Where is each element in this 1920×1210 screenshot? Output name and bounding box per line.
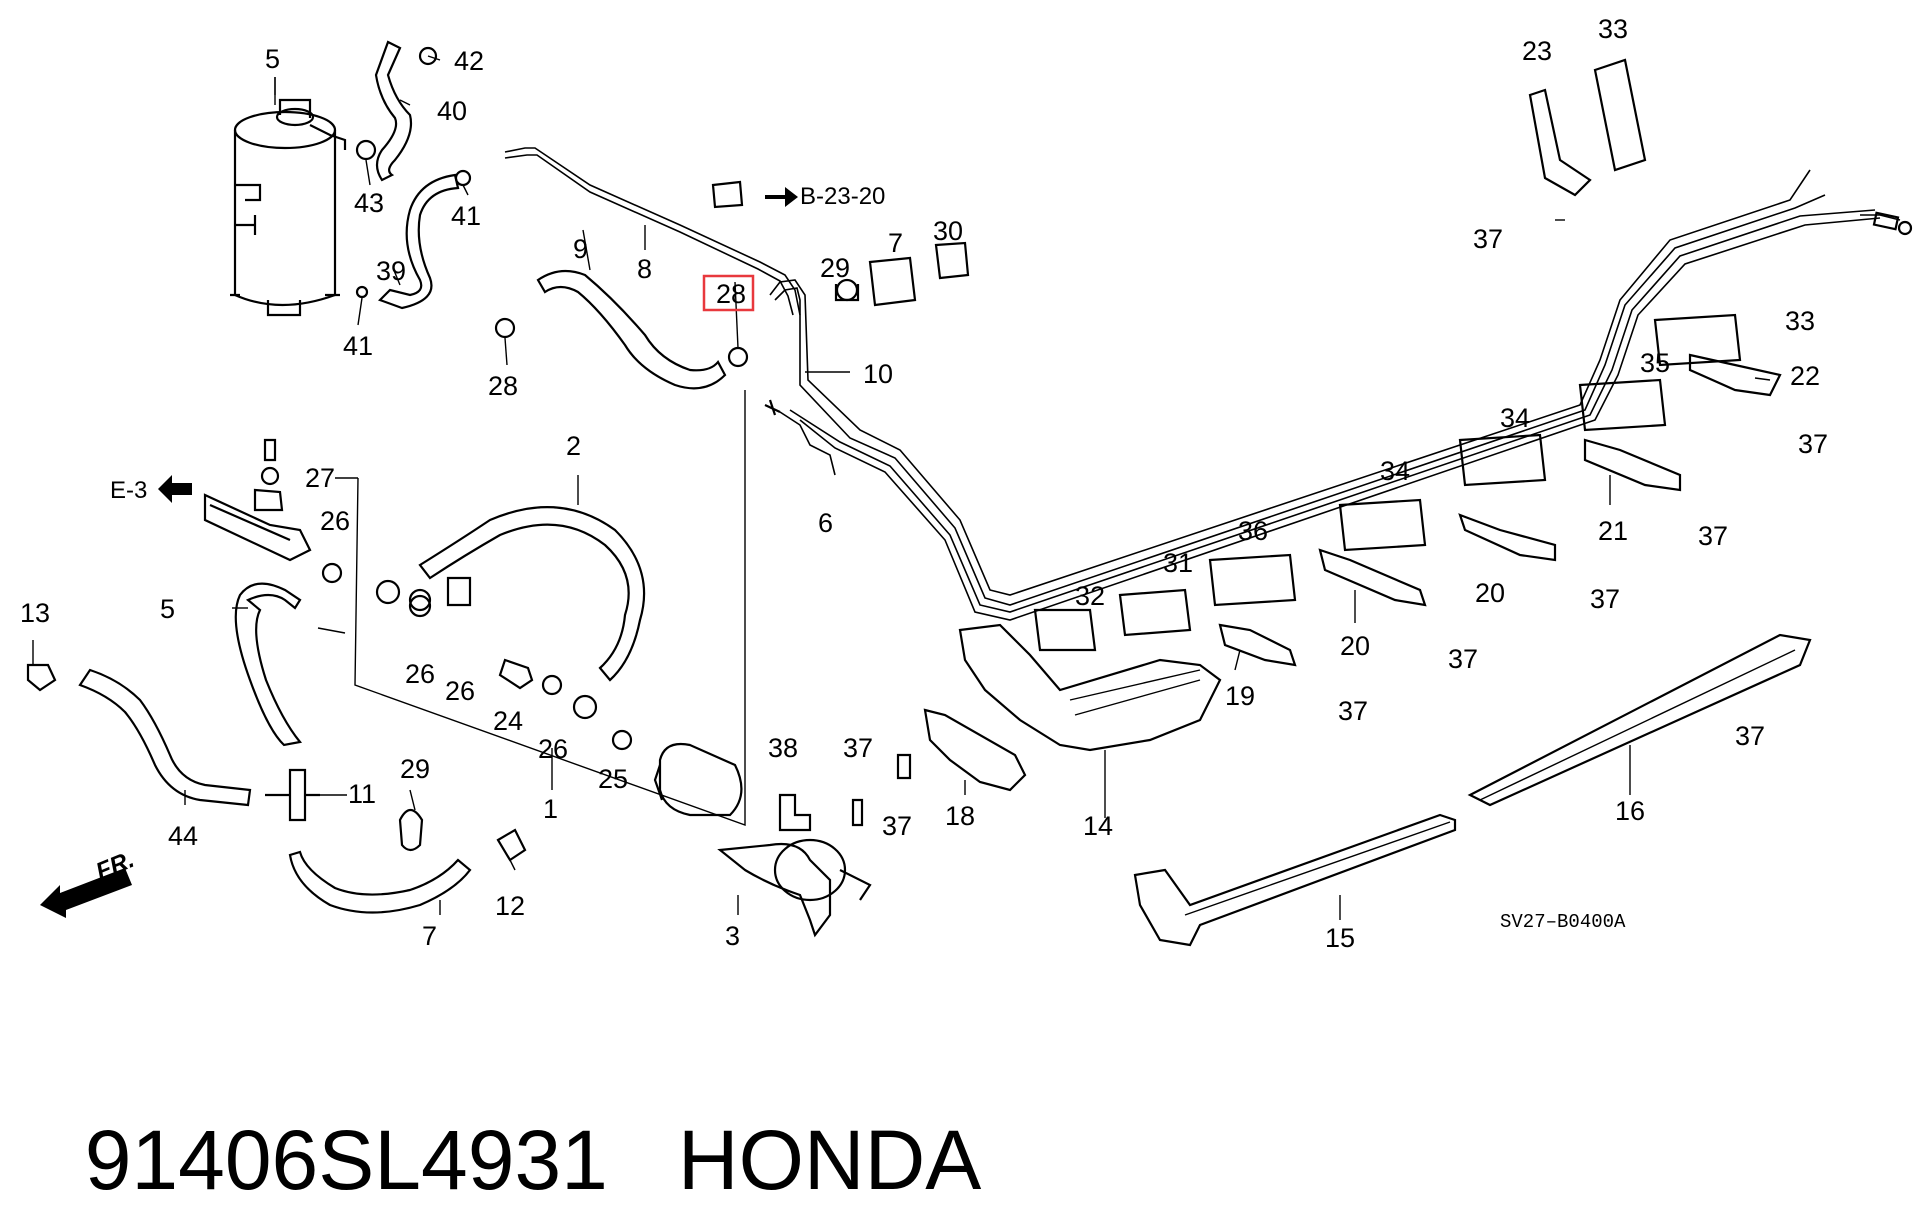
protector-15-drawing <box>1133 813 1457 947</box>
callout-37f: 37 <box>1798 429 1828 459</box>
callout-8: 8 <box>637 254 652 284</box>
hose-5-drawing <box>234 582 303 747</box>
callout-32: 32 <box>1075 581 1105 611</box>
callout-30: 30 <box>933 216 963 246</box>
callout-34a: 34 <box>1380 456 1410 486</box>
callout-42b: 43 <box>354 188 384 218</box>
callout-37d: 37 <box>1590 584 1620 614</box>
callout-3: 3 <box>725 921 740 951</box>
part-number: 91406SL4931 <box>84 1113 608 1207</box>
callout-41b: 41 <box>343 331 373 361</box>
callout-42a: 42 <box>454 46 484 76</box>
callout-14: 14 <box>1083 811 1113 841</box>
callout-1: 1 <box>543 794 558 824</box>
part-drawings <box>26 40 1913 947</box>
callout-27: 27 <box>305 463 335 493</box>
callout-12: 12 <box>495 891 525 921</box>
callout-4: 5 <box>265 44 280 74</box>
callout-34b: 34 <box>1500 403 1530 433</box>
callout-20a: 20 <box>1475 578 1505 608</box>
hose-9-drawing <box>536 269 727 390</box>
callout-44: 7 <box>422 921 437 951</box>
callout-11: 11 <box>348 779 376 809</box>
ref-b-arrow <box>765 187 798 207</box>
callout-19: 20 <box>1340 631 1370 661</box>
callout-25: 29 <box>820 253 850 283</box>
callout-23: 24 <box>493 706 523 736</box>
hose-44-drawing <box>288 850 472 914</box>
callout-37g: 37 <box>1473 224 1503 254</box>
callout-36: 37 <box>843 733 873 763</box>
callout-7: 7 <box>888 228 903 258</box>
callout-29: 29 <box>400 754 430 784</box>
brand-name: HONDA <box>677 1113 982 1207</box>
callout-41a: 41 <box>451 201 481 231</box>
callout-10: 10 <box>863 359 893 389</box>
callout-15: 15 <box>1325 923 1355 953</box>
callout-18: 19 <box>1225 681 1255 711</box>
protector-16-drawing <box>1467 633 1812 807</box>
parts-diagram: 5 42 40 43 41 39 41 9 8 28 28 29 7 30 10… <box>20 14 1913 953</box>
callout-39: 39 <box>376 256 406 286</box>
footer: 91406SL4931 HONDA <box>38 1010 982 1210</box>
callout-37e: 37 <box>1698 521 1728 551</box>
callout-38: 38 <box>768 733 798 763</box>
callout-28a: 28 <box>488 371 518 401</box>
filter-drawing <box>658 742 743 817</box>
callout-16: 16 <box>1615 796 1645 826</box>
callout-26b: 26 <box>405 659 435 689</box>
callout-31: 31 <box>1163 548 1193 578</box>
bracket-17-drawing <box>923 708 1027 792</box>
hose-39-drawing <box>378 173 460 310</box>
callout-5: 5 <box>160 594 175 624</box>
callout-35: 36 <box>1238 516 1268 546</box>
ref-e-3: E-3 <box>110 477 147 504</box>
callout-22: 23 <box>1522 36 1552 66</box>
protector-14-drawing <box>958 623 1222 752</box>
callout-26d: 25 <box>598 764 628 794</box>
callout-33a: 33 <box>1785 306 1815 336</box>
callouts: 5 42 40 43 41 39 41 9 8 28 28 29 7 30 10… <box>20 14 1828 953</box>
callout-13: 13 <box>20 598 50 628</box>
callout-40: 40 <box>437 96 467 126</box>
callout-17: 18 <box>945 801 975 831</box>
ref-b-23-20: B-23-20 <box>800 183 885 210</box>
mount-drawing <box>203 493 312 562</box>
hose-2-drawing <box>418 506 646 682</box>
pipe-8-drawing <box>504 147 801 316</box>
callout-24: 26 <box>445 676 475 706</box>
ref-e-arrow <box>158 475 192 503</box>
direction-label: FR. <box>92 846 138 886</box>
callout-37a: 37 <box>882 811 912 841</box>
callout-26a: 26 <box>320 506 350 536</box>
callout-20b: 21 <box>1598 516 1628 546</box>
pipe-bundle-drawing <box>764 169 1913 621</box>
callout-28-highlight <box>702 274 755 312</box>
callout-9: 9 <box>573 234 588 264</box>
front-arrow <box>40 868 132 918</box>
callout-28-highlighted: 28 <box>716 279 746 309</box>
callout-34c: 35 <box>1640 348 1670 378</box>
canister-drawing <box>230 77 347 317</box>
leader-lines <box>32 55 1771 920</box>
callout-6: 6 <box>818 508 833 538</box>
bracket-3-drawing <box>717 842 832 938</box>
callout-37h: 37 <box>1735 721 1765 751</box>
hose-40-drawing <box>374 40 413 182</box>
callout-33b: 33 <box>1598 14 1628 44</box>
callout-2: 2 <box>566 431 581 461</box>
callout-26c: 26 <box>538 734 568 764</box>
hose-43-drawing <box>78 668 252 807</box>
callout-21: 22 <box>1790 361 1820 391</box>
callout-37c: 37 <box>1448 644 1478 674</box>
callout-43: 44 <box>168 821 198 851</box>
callout-37b: 37 <box>1338 696 1368 726</box>
joint-11-drawing <box>265 768 320 822</box>
drawing-code: SV27–B0400A <box>1500 911 1626 933</box>
